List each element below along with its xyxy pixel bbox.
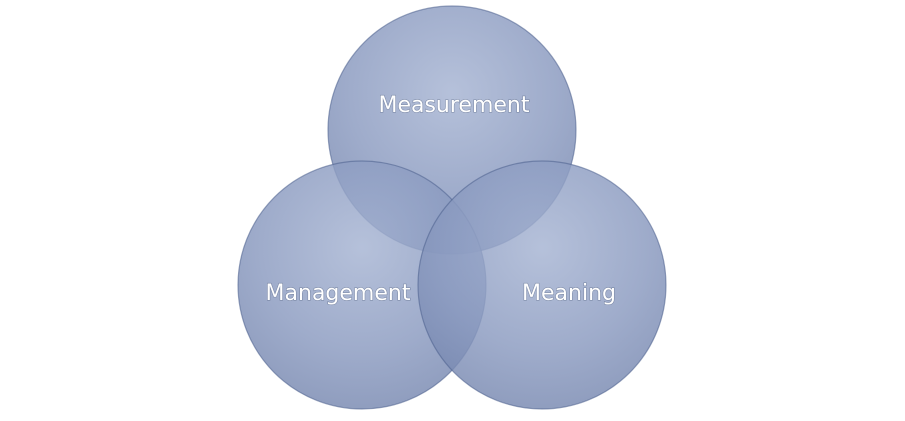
circle-meaning [417,160,667,410]
label-meaning: Meaning [522,281,616,306]
label-management: Management [266,281,411,306]
label-measurement: Measurement [378,93,529,118]
